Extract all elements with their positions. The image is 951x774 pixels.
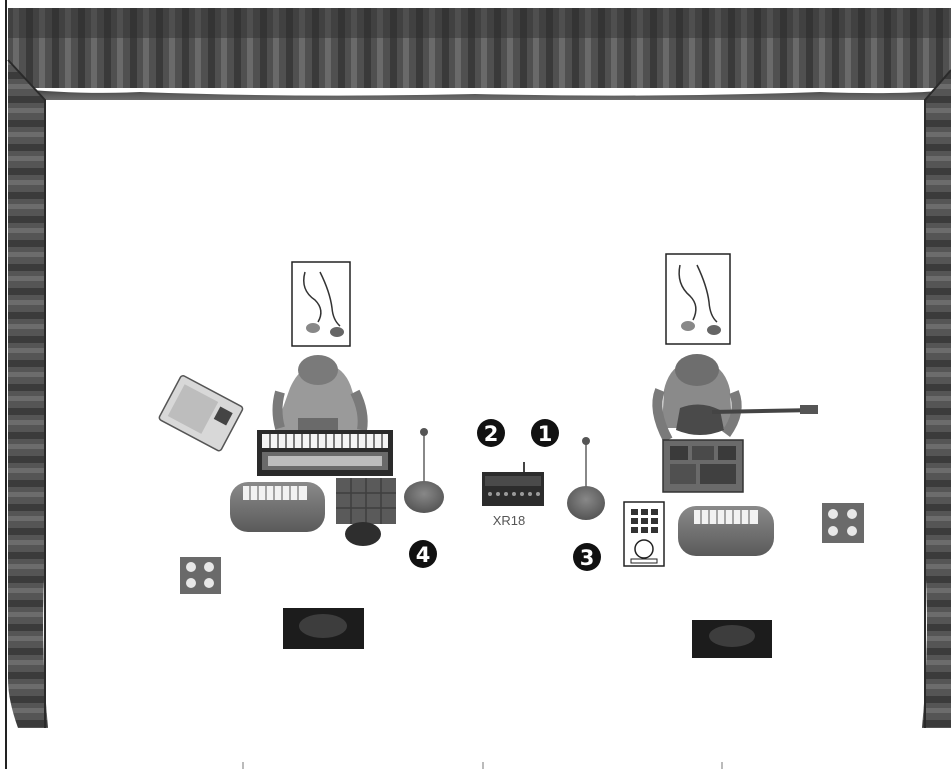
power-outlet-right-icon	[822, 503, 864, 543]
channel-badge-1: 1	[531, 419, 559, 447]
channel-badge-3: 3	[573, 543, 601, 571]
channel-badge-4: 4	[409, 540, 437, 568]
channel-badge-1-label: 1	[538, 422, 553, 446]
wedge-monitor-right-icon	[692, 620, 772, 658]
keyboard-stand-right-icon	[678, 506, 774, 556]
sampler-pad-icon	[336, 478, 396, 546]
remote-control-icon	[624, 502, 664, 566]
left-curtain	[8, 60, 48, 728]
in-ear-monitor-left-icon	[292, 262, 350, 346]
stage-front-marks	[243, 762, 722, 769]
xr18-mixer-icon	[482, 462, 544, 506]
keyboard-instrument-icon	[257, 430, 393, 476]
channel-badge-2-label: 2	[484, 422, 499, 446]
in-ear-monitor-right-icon	[666, 254, 730, 344]
mic-stand-3-icon	[567, 437, 605, 520]
wedge-monitor-left-icon	[283, 608, 364, 649]
right-curtain	[922, 70, 951, 728]
keyboard-player-icon	[275, 355, 365, 434]
mic-stand-4-icon	[404, 428, 444, 513]
pedalboard-icon	[663, 440, 743, 492]
channel-badge-2: 2	[477, 419, 505, 447]
channel-badge-4-label: 4	[416, 543, 431, 567]
guitar-player-icon	[657, 354, 818, 440]
channel-badge-3-label: 3	[580, 546, 595, 570]
keyboard-stand-left-icon	[230, 482, 325, 532]
power-outlet-left-icon	[180, 557, 221, 594]
laptop-icon	[158, 375, 243, 452]
mixer-label: XR18	[493, 513, 526, 528]
top-curtain	[8, 8, 951, 100]
